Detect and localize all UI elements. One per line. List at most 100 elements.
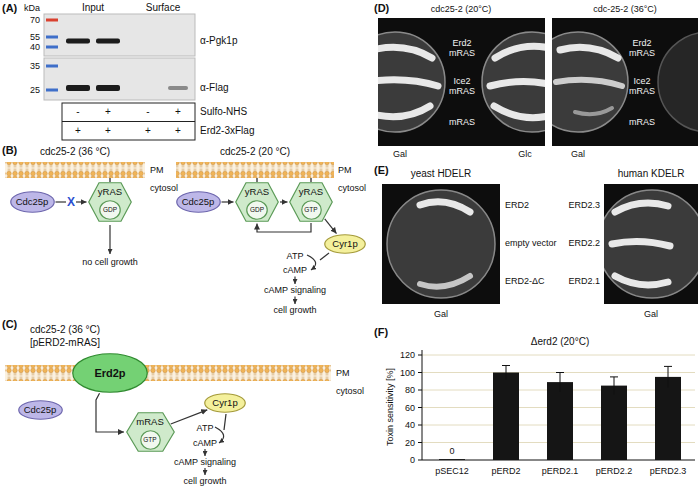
text-label: mRAS xyxy=(627,117,657,127)
node-text: Erd2p xyxy=(94,367,125,379)
text-label: 60 xyxy=(405,402,415,412)
text-label: 80 xyxy=(405,385,415,395)
node-text: yRAS xyxy=(98,187,122,197)
text-label: 120 xyxy=(400,350,415,360)
text-label: Gal xyxy=(434,309,448,319)
text-label: Δerd2 (20°C) xyxy=(531,336,589,348)
text-label: no cell growth xyxy=(82,257,138,267)
text-label: Glc xyxy=(518,149,532,159)
text-label: Sulfo-NHS xyxy=(200,106,247,118)
text-label: cAMP signaling xyxy=(174,457,236,467)
arrow-connector xyxy=(222,201,234,202)
pathway-arrow xyxy=(204,468,205,475)
node-shape xyxy=(301,201,321,220)
node-text: GDP xyxy=(250,206,264,213)
bar xyxy=(655,377,681,460)
plate-group xyxy=(378,32,545,132)
text-label: pERD2.3 xyxy=(650,466,687,476)
yeast-streak xyxy=(612,241,670,246)
yeast-streak xyxy=(420,276,470,287)
plasma-membrane xyxy=(5,162,145,178)
panel-letter: (D) xyxy=(374,2,389,15)
ras-hexagon: yRAS GTP xyxy=(289,182,333,222)
text-label: pERD2.2 xyxy=(596,466,633,476)
text-label: ATP xyxy=(197,423,214,433)
node-shape xyxy=(18,401,62,420)
nucleotide-circle: GTP xyxy=(301,200,322,220)
catalysis-line xyxy=(320,253,329,260)
plate-group xyxy=(552,32,698,132)
protein-band xyxy=(96,85,120,91)
text-label: cdc25-2 (20°C) xyxy=(431,4,492,14)
node-shape xyxy=(205,394,246,413)
agar-plate xyxy=(552,32,628,132)
axis-title: Toxin sensitivity [%] xyxy=(385,368,395,446)
panel-letter: (B) xyxy=(2,144,17,157)
text-label: Gal xyxy=(644,309,658,319)
protein-band xyxy=(168,86,188,90)
node-text: yRAS xyxy=(245,187,269,197)
blot-membrane xyxy=(44,58,195,100)
yeast-streak xyxy=(420,202,470,212)
panel-letter: (E) xyxy=(374,164,389,177)
text-label: - xyxy=(146,106,149,118)
text-label: PM xyxy=(338,165,352,175)
text-label: kDa xyxy=(24,3,40,13)
arrow-connector xyxy=(171,410,208,424)
ladder-band xyxy=(46,19,58,22)
protein-ellipse: Cdc25p xyxy=(176,191,221,213)
edge-label: X xyxy=(66,196,76,208)
text-label: PM xyxy=(336,368,350,378)
text-label: + xyxy=(175,125,181,137)
node-text: Cdc25p xyxy=(182,197,215,207)
text-label: cell growth xyxy=(183,476,226,486)
conversion-arrow xyxy=(307,255,316,270)
text-label: 40 xyxy=(30,42,40,52)
text-label: + xyxy=(75,125,81,137)
bar xyxy=(547,382,573,460)
node-text: yRAS xyxy=(299,187,323,197)
node-shape xyxy=(126,413,174,452)
node-text: GTP xyxy=(143,436,156,443)
yeast-streak xyxy=(556,80,622,86)
text-label: Erd2 mRAS xyxy=(447,38,477,59)
text-label: 25 xyxy=(30,85,40,95)
text-label: human KDELR xyxy=(618,168,685,180)
panel-letter: (C) xyxy=(2,318,17,331)
arrow-connector xyxy=(325,219,337,234)
pathway-arrow xyxy=(294,297,295,305)
yeast-streak xyxy=(378,106,430,117)
text-label: cytosol xyxy=(336,386,364,396)
error-bars xyxy=(502,366,672,395)
node-text: Cdc25p xyxy=(16,197,49,207)
text-label: cell growth xyxy=(273,305,316,315)
yeast-streak xyxy=(490,81,545,86)
text-label: cdc25-2 (20 °C) xyxy=(220,146,290,158)
text-label: 40 xyxy=(405,420,415,430)
text-label: pSEC12 xyxy=(435,466,469,476)
text-label: Gal xyxy=(571,149,585,159)
text-label: α-Flag xyxy=(200,82,229,94)
node-text: Cdc25p xyxy=(24,405,57,415)
plate-photo xyxy=(382,184,500,304)
agar-plate xyxy=(658,32,698,132)
bar xyxy=(493,373,519,461)
text-label: 70 xyxy=(30,15,40,25)
text-label: 0 xyxy=(410,455,415,465)
node-text: mRAS xyxy=(136,417,163,427)
node-shape xyxy=(290,183,333,222)
text-label: ERD2.3 xyxy=(568,200,600,210)
text-label: - xyxy=(76,106,79,118)
text-label: 35 xyxy=(30,61,40,71)
text-label: Ice2 mRAS xyxy=(627,76,657,97)
yeast-streak xyxy=(575,108,612,114)
ladder-band xyxy=(46,89,58,92)
text-label: ATP xyxy=(287,251,304,261)
bar xyxy=(601,386,627,460)
axis-ticks xyxy=(418,355,422,460)
text-label: + xyxy=(105,125,111,137)
protein-ellipse: Cdc25p xyxy=(10,191,55,213)
connector-group xyxy=(56,202,337,432)
arrow-connector xyxy=(280,201,288,202)
text-label: Ice2 mRAS xyxy=(447,76,477,97)
